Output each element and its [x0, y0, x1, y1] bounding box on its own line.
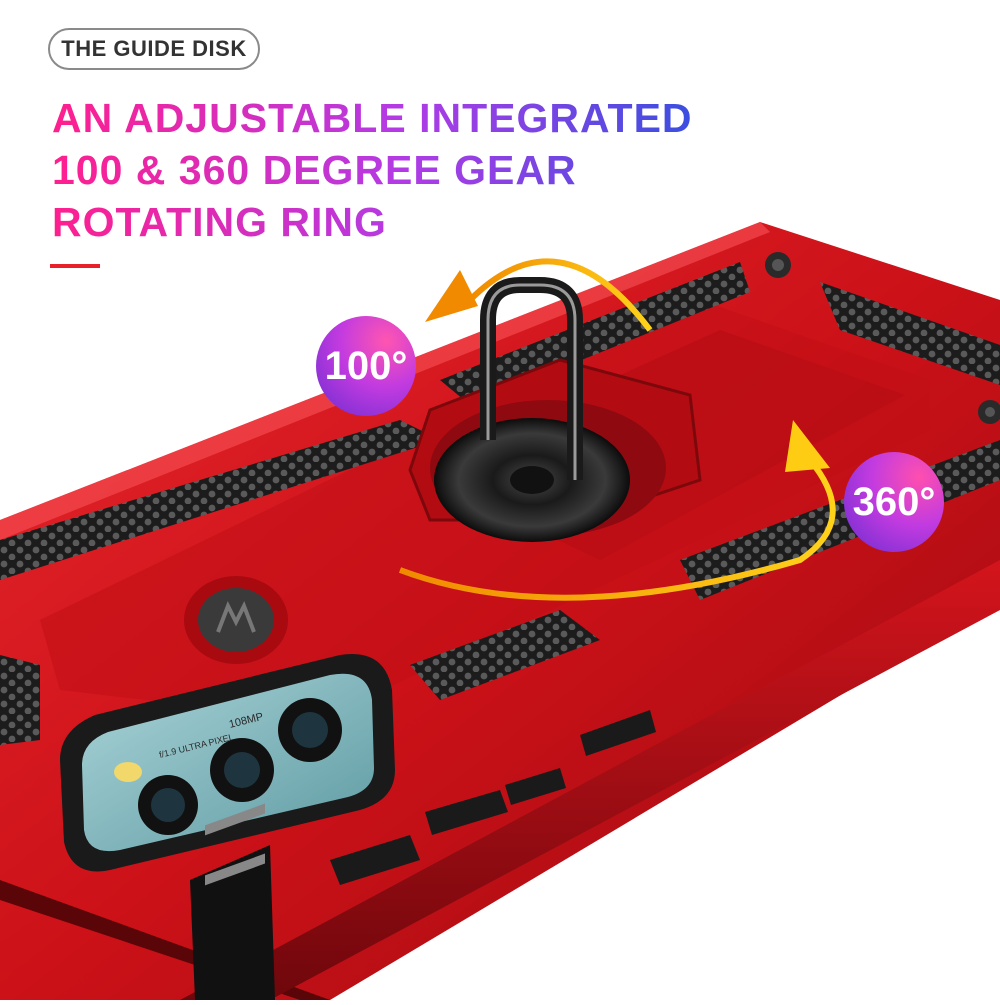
ring-holder — [408, 277, 702, 542]
rotation-arrows — [398, 258, 836, 601]
angle-badge-360: 360° — [844, 452, 944, 552]
headline: AN ADJUSTABLE INTEGRATED 100 & 360 DEGRE… — [52, 92, 693, 248]
grip-strips — [0, 262, 1000, 745]
headline-line-1: AN ADJUSTABLE INTEGRATED — [52, 95, 693, 141]
brand-logo-emblem — [184, 576, 288, 664]
camera-module: 108MP f/1.9 ULTRA PIXEL — [60, 654, 395, 872]
angle-badge-100: 100° — [316, 316, 416, 416]
phone-case — [0, 222, 1000, 1000]
headline-line-3: ROTATING RING — [52, 199, 387, 245]
corner-bumper — [190, 803, 275, 1000]
accent-divider — [50, 264, 100, 268]
side-buttons — [330, 710, 656, 885]
headline-line-2: 100 & 360 DEGREE GEAR — [52, 147, 577, 193]
section-tag: THE GUIDE DISK — [48, 28, 260, 70]
corner-screws — [765, 252, 1000, 424]
